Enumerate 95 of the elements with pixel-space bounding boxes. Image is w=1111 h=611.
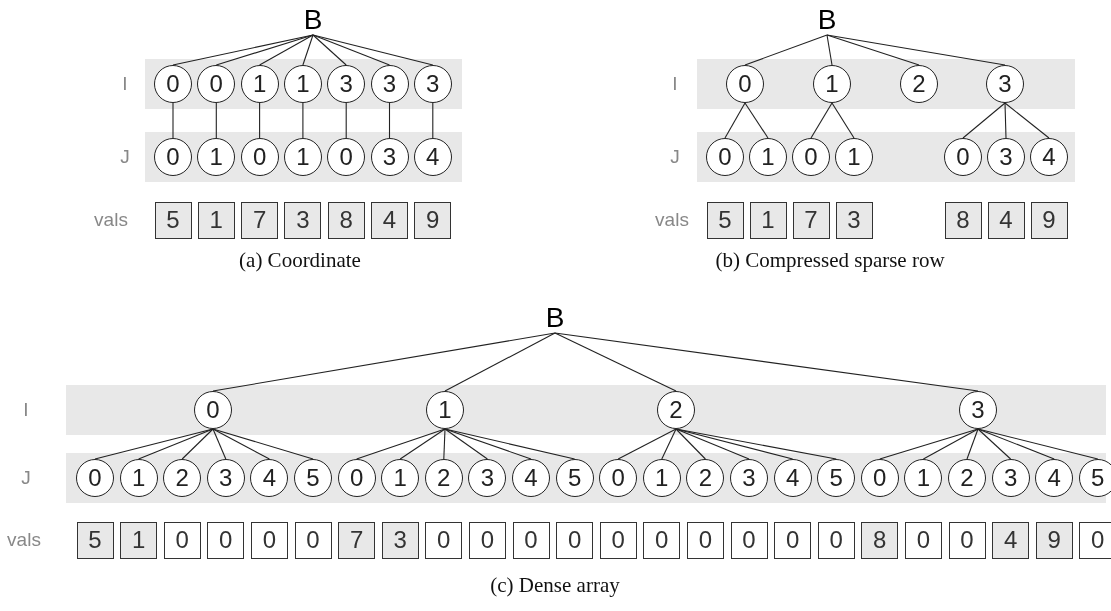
row-label: J bbox=[120, 146, 130, 168]
tree-edge bbox=[443, 428, 446, 460]
tree-edge bbox=[302, 102, 304, 139]
tree-edge bbox=[724, 102, 746, 139]
value-cell: 3 bbox=[835, 201, 873, 239]
value-cell: 7 bbox=[338, 521, 376, 559]
tree-edge bbox=[312, 34, 347, 66]
value-cell: 1 bbox=[749, 201, 787, 239]
value-cell: 0 bbox=[817, 521, 855, 559]
tree-edge bbox=[977, 428, 1012, 460]
value-cell: 0 bbox=[1079, 521, 1111, 559]
tree-edge bbox=[138, 428, 214, 460]
row-label: I bbox=[23, 399, 29, 421]
tree-edge bbox=[977, 428, 1099, 460]
subfigure-caption: (c) Dense array bbox=[490, 572, 620, 598]
subfigure-caption: (b) Compressed sparse row bbox=[715, 247, 945, 273]
row-label: vals bbox=[7, 529, 41, 551]
row-label: J bbox=[670, 146, 680, 168]
value-cell: 3 bbox=[381, 521, 419, 559]
tree-edge bbox=[444, 428, 488, 460]
tree-edge bbox=[302, 34, 314, 66]
tree-edge bbox=[826, 34, 833, 66]
tree-edge bbox=[675, 428, 750, 460]
value-cell: 0 bbox=[730, 521, 768, 559]
value-cell: 0 bbox=[686, 521, 724, 559]
value-cell: 8 bbox=[861, 521, 899, 559]
tree-edge bbox=[388, 102, 391, 139]
tree-edge bbox=[962, 102, 1006, 139]
tree-edge bbox=[661, 428, 677, 460]
tree-edge bbox=[744, 34, 828, 66]
tree-edge bbox=[1004, 102, 1050, 139]
value-cell: 8 bbox=[327, 201, 365, 239]
value-cell: 9 bbox=[414, 201, 452, 239]
tree-edge bbox=[312, 34, 434, 66]
tree-edge bbox=[215, 102, 217, 139]
value-cell: 0 bbox=[294, 521, 332, 559]
tree-edge bbox=[215, 34, 314, 66]
root-label: B bbox=[301, 5, 325, 35]
value-cell: 0 bbox=[643, 521, 681, 559]
tree-edge bbox=[345, 102, 347, 139]
tree-edge bbox=[554, 332, 677, 392]
value-cell: 0 bbox=[599, 521, 637, 559]
tree-edge bbox=[181, 428, 214, 460]
value-cell: 0 bbox=[512, 521, 550, 559]
root-label: B bbox=[543, 303, 567, 333]
value-cell: 5 bbox=[76, 521, 114, 559]
value-cell: 0 bbox=[207, 521, 245, 559]
tree-edge bbox=[312, 34, 391, 66]
value-cell: 1 bbox=[120, 521, 158, 559]
tree-edge bbox=[966, 428, 979, 460]
tree-edge bbox=[675, 428, 706, 460]
root-label: B bbox=[815, 5, 839, 35]
tree-edge bbox=[212, 428, 227, 460]
value-cell: 5 bbox=[154, 201, 192, 239]
row-label: vals bbox=[94, 209, 128, 231]
value-cell: 0 bbox=[468, 521, 506, 559]
value-cell: 4 bbox=[987, 201, 1025, 239]
value-cell: 9 bbox=[1030, 201, 1068, 239]
value-cell: 1 bbox=[197, 201, 235, 239]
value-cell: 0 bbox=[774, 521, 812, 559]
value-cell: 0 bbox=[904, 521, 942, 559]
tree-edge bbox=[212, 428, 270, 460]
value-cell: 0 bbox=[163, 521, 201, 559]
row-label: I bbox=[122, 73, 128, 95]
tree-edge bbox=[259, 102, 261, 139]
row-label: J bbox=[21, 467, 31, 489]
value-cell: 5 bbox=[706, 201, 744, 239]
tree-edge bbox=[831, 102, 855, 139]
tree-edge bbox=[744, 102, 769, 139]
tree-edge bbox=[259, 34, 314, 66]
value-cell: 7 bbox=[241, 201, 279, 239]
tree-edge bbox=[977, 428, 1055, 460]
value-cell: 0 bbox=[948, 521, 986, 559]
value-cell: 9 bbox=[1035, 521, 1073, 559]
value-cell: 0 bbox=[250, 521, 288, 559]
tree-edge bbox=[444, 428, 532, 460]
tree-edge bbox=[399, 428, 446, 460]
tree-edge bbox=[810, 102, 833, 139]
tree-edge bbox=[1004, 102, 1007, 139]
subfigure-caption: (a) Coordinate bbox=[239, 247, 361, 273]
tree-edge bbox=[444, 332, 556, 392]
tree-edge bbox=[212, 428, 314, 460]
tree-edge bbox=[432, 102, 434, 139]
value-cell: 0 bbox=[425, 521, 463, 559]
value-cell: 3 bbox=[284, 201, 322, 239]
row-label: I bbox=[672, 73, 678, 95]
value-cell: 8 bbox=[944, 201, 982, 239]
tree-edge bbox=[922, 428, 979, 460]
row-label: vals bbox=[655, 209, 689, 231]
tree-edge bbox=[617, 428, 677, 460]
value-cell: 0 bbox=[556, 521, 594, 559]
value-cell: 4 bbox=[992, 521, 1030, 559]
value-cell: 7 bbox=[792, 201, 830, 239]
tree-edge bbox=[172, 102, 174, 139]
value-cell: 4 bbox=[371, 201, 408, 239]
